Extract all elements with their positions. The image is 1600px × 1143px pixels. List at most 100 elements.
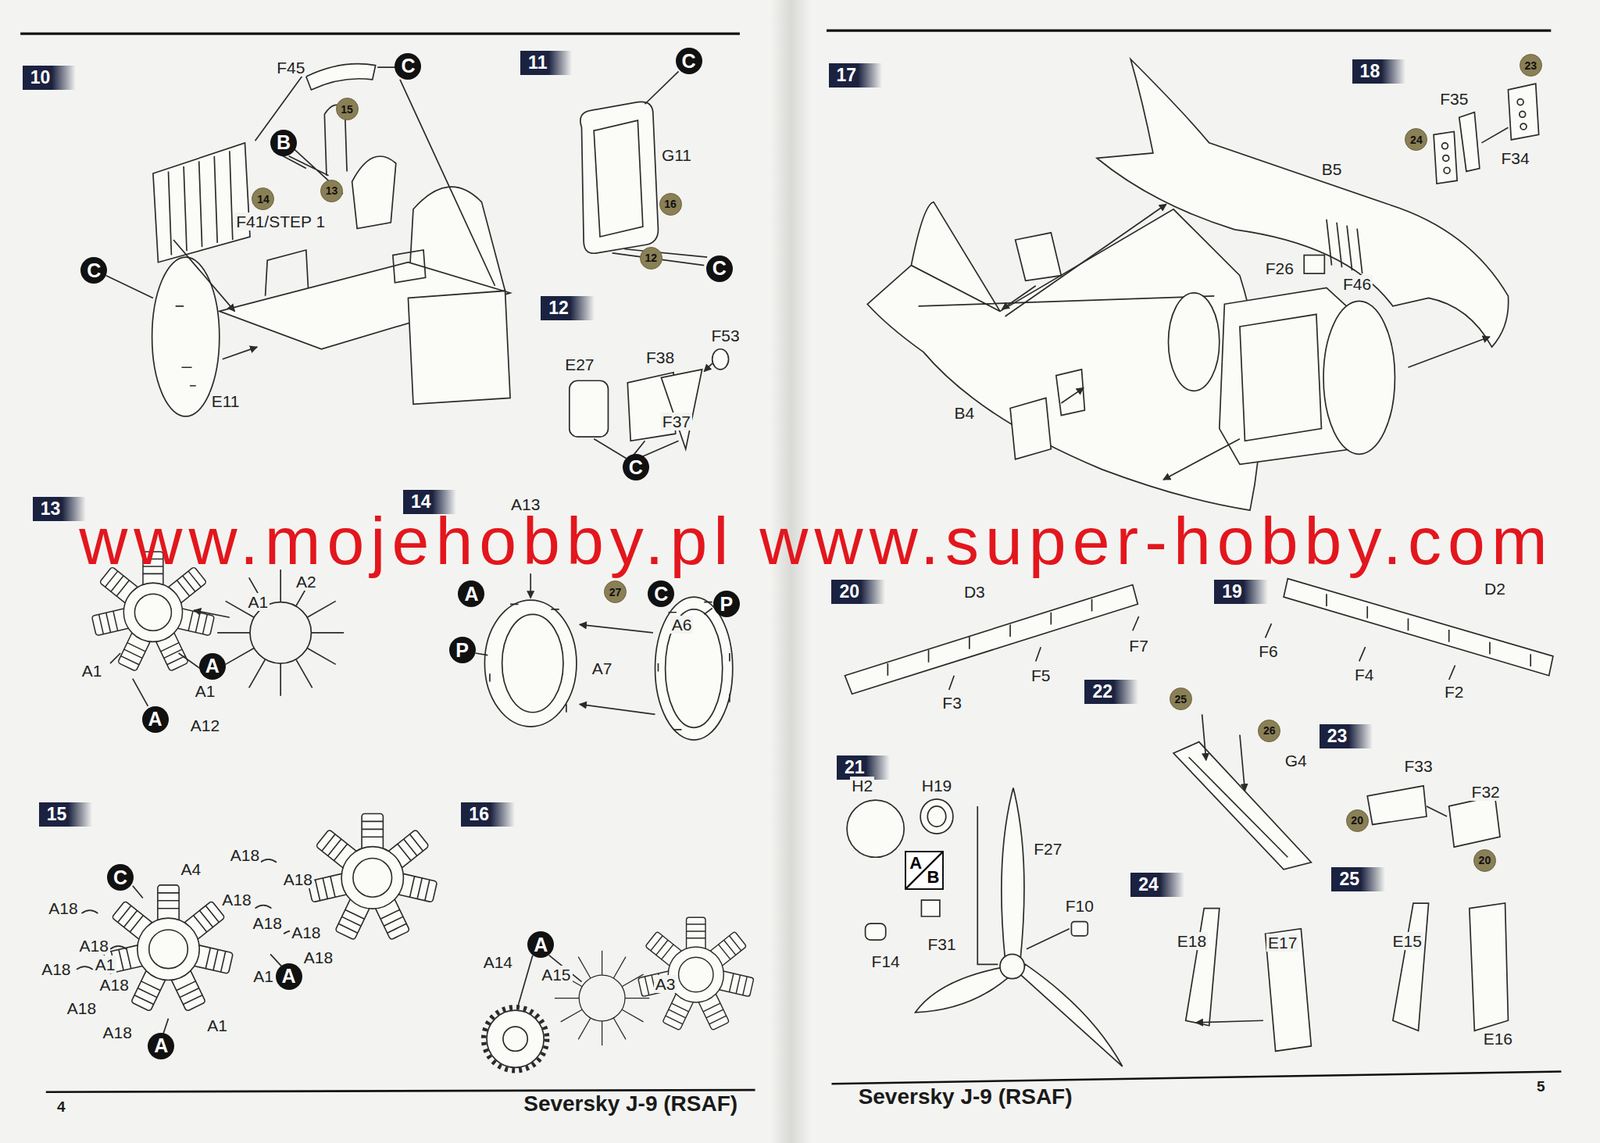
step14-rings-part — [484, 600, 577, 727]
node-text: A — [282, 966, 297, 986]
part-label: A18 — [282, 870, 315, 889]
node-text: A — [464, 584, 479, 604]
callout-letter: A — [527, 931, 554, 958]
part-label: F33 — [1402, 757, 1434, 775]
step-number: 18 — [1352, 59, 1406, 84]
part-label: F7 — [1127, 636, 1150, 655]
node-text: C — [653, 584, 668, 604]
variant-symbol: AB — [904, 850, 944, 890]
node-text: P — [455, 640, 469, 661]
step11-frame-part — [580, 101, 659, 254]
part-label: D3 — [962, 582, 987, 601]
part-label: F10 — [1064, 896, 1096, 915]
step14-rings-part — [657, 602, 729, 730]
step-number: 21 — [836, 755, 890, 780]
node-text: 27 — [609, 586, 622, 598]
callout-letter: P — [713, 590, 740, 618]
node-text: C — [113, 867, 128, 888]
step21-propeller-part — [915, 967, 1009, 1012]
paint-callout: 26 — [1257, 719, 1281, 743]
part-label: G4 — [1283, 751, 1309, 770]
node-text: 23 — [1327, 727, 1348, 746]
node-text: C — [712, 258, 727, 279]
step15-engines-part — [76, 859, 300, 970]
page-number: 5 — [1535, 1078, 1547, 1096]
step15-engines — [76, 813, 438, 1034]
callout-letter: A — [275, 963, 303, 990]
part-label: A3 — [653, 975, 678, 993]
step-number: 12 — [540, 296, 594, 321]
step16-engine-part — [503, 1026, 528, 1051]
part-label: F53 — [710, 326, 742, 345]
step21-propeller-part — [927, 806, 947, 827]
step11-frame — [580, 71, 708, 265]
step10-cockpit-part — [168, 150, 233, 255]
part-label: A4 — [178, 860, 203, 879]
step-number: 17 — [828, 63, 883, 88]
step17-fuselage-part — [1323, 300, 1395, 454]
callout-letter: C — [675, 47, 703, 75]
node-text: 21 — [844, 758, 865, 777]
step22-25-parts-part — [1426, 806, 1447, 817]
part-label: F35 — [1438, 89, 1470, 108]
part-label: A18 — [98, 975, 131, 994]
step14-rings-part — [665, 609, 723, 729]
paint-callout: 20 — [1473, 849, 1497, 872]
part-label: A1 — [93, 955, 118, 974]
step22-25-parts — [1173, 714, 1508, 1051]
part-label: E15 — [1390, 932, 1423, 950]
step-number: 11 — [520, 50, 572, 75]
step22-25-parts-part — [1392, 903, 1429, 1031]
step16-engine-part — [638, 917, 754, 1031]
step18-plates-part — [1442, 155, 1450, 162]
part-label: D2 — [1482, 579, 1508, 598]
footer-title: Seversky J-9 (RSAF) — [857, 1085, 1075, 1110]
node-text: 23 — [1524, 60, 1537, 72]
step22-25-parts-part — [1367, 785, 1427, 825]
node-text: 19 — [1221, 582, 1243, 601]
paint-callout: 24 — [1404, 128, 1428, 151]
step14-rings-part — [475, 608, 713, 656]
step-number: 20 — [831, 579, 885, 604]
page-rules-part — [20, 32, 740, 35]
node-text: 14 — [257, 193, 270, 205]
part-label: A12 — [189, 716, 222, 735]
part-label: B4 — [952, 403, 976, 422]
step22-25-parts-part — [1196, 1020, 1264, 1023]
step16-engine-part — [517, 955, 582, 1009]
step-number: 15 — [39, 802, 93, 827]
step14-rings — [475, 573, 733, 740]
step17-fuselage-part — [1326, 219, 1363, 274]
step15-engines-part — [307, 813, 438, 940]
part-label: F45 — [275, 58, 307, 77]
step-number: 13 — [32, 496, 86, 522]
node-text: 12 — [645, 252, 658, 264]
part-label: E27 — [563, 355, 596, 374]
step14-rings-part — [579, 624, 654, 633]
part-label: A18 — [220, 890, 253, 909]
callout-letter: A — [147, 1032, 175, 1060]
node-text: 26 — [1263, 725, 1276, 736]
step17-fuselage-part — [867, 202, 1261, 511]
step18-plates-part — [1459, 112, 1480, 172]
node-text: A — [909, 854, 922, 872]
node-text: 20 — [839, 582, 860, 601]
part-label: A18 — [46, 899, 79, 918]
part-label: A18 — [77, 936, 110, 955]
node-text: C — [86, 260, 101, 281]
part-label: A1 — [80, 661, 104, 680]
step10-cockpit-part — [306, 64, 376, 90]
node-text: 15 — [340, 103, 354, 115]
step13-engine-part — [110, 653, 200, 707]
step22-25-parts-part — [1189, 757, 1289, 858]
node-text: A — [205, 656, 220, 676]
step10-cockpit-part — [153, 142, 250, 263]
node-text: 16 — [468, 805, 490, 824]
node-text: 18 — [1360, 62, 1381, 81]
paint-callout: 15 — [335, 97, 359, 121]
step20-19-wings-part — [1283, 578, 1554, 676]
callout-letter: C — [647, 580, 675, 608]
step10-cockpit-part — [106, 67, 496, 298]
step18-plates-part — [1519, 110, 1526, 118]
